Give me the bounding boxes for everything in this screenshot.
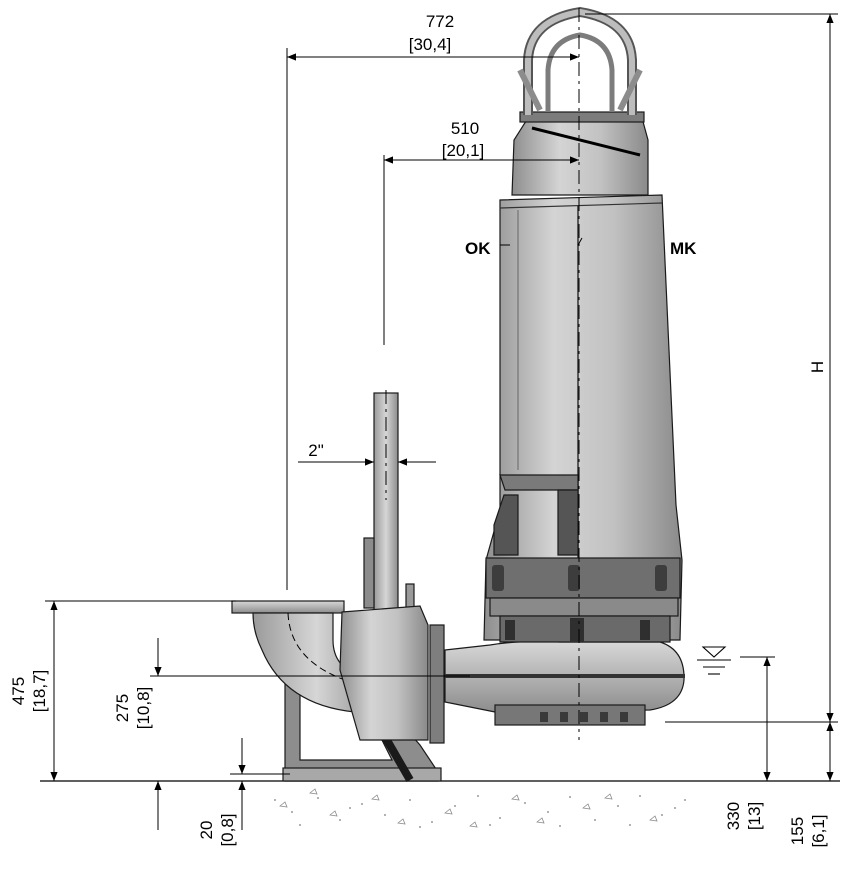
motor-body [483, 194, 683, 643]
dim-510-mm: 510 [451, 119, 479, 138]
dim-275-mm: 275 [113, 694, 132, 722]
dim-475-in: [18,7] [30, 670, 49, 713]
dim-475-mm: 475 [9, 677, 28, 705]
dim-155-in: [6,1] [809, 814, 828, 847]
dim-20-in: [0,8] [218, 813, 237, 846]
dim-330-in: [13] [745, 802, 764, 830]
dim-330-mm: 330 [724, 802, 743, 830]
dim-20-mm: 20 [197, 821, 216, 840]
motor-top [511, 111, 649, 196]
dim-275-in: [10,8] [134, 687, 153, 730]
centerlines [385, 8, 580, 740]
dim-155-mm: 155 [788, 817, 807, 845]
dim-510-in: [20,1] [442, 141, 485, 160]
water-level-symbol [697, 646, 731, 675]
volute [444, 640, 685, 726]
concrete-hatch [274, 795, 686, 828]
label-ok: OK [465, 239, 491, 258]
dim-pipe-size: 2" [308, 441, 324, 460]
guide-pipe [339, 392, 445, 744]
dim-772-mm: 772 [426, 12, 454, 31]
dimension-lines [45, 13, 838, 830]
dim-772-in: [30,4] [409, 35, 452, 54]
ground [40, 780, 840, 828]
lifting-handle [517, 6, 643, 115]
dim-h-label: H [808, 361, 827, 373]
label-mk: MK [670, 239, 697, 258]
